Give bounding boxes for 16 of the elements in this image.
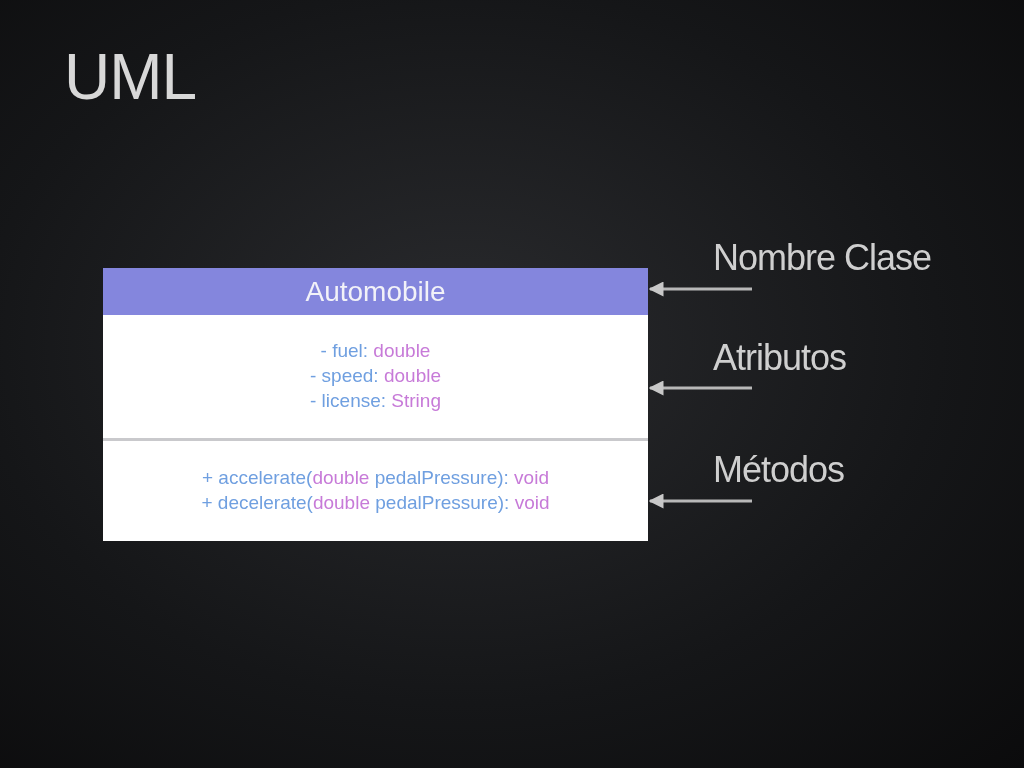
method-text: + accelerate(double pedalPressure): void xyxy=(202,466,549,491)
class-name: Automobile xyxy=(305,275,446,308)
class-name-header xyxy=(103,268,648,315)
methods-compartment xyxy=(103,438,648,541)
leader-arrow xyxy=(648,380,752,396)
callout-label: Métodos xyxy=(713,449,846,491)
callout-label: Nombre Clase xyxy=(713,237,933,279)
attributes-compartment xyxy=(103,315,648,438)
callout-label: Atributos xyxy=(713,337,848,379)
slide-title: UML xyxy=(64,40,197,114)
attribute-text: - fuel: double xyxy=(320,339,431,364)
method-text: + decelerate(double pedalPressure): void xyxy=(201,491,550,515)
attribute-text: - speed: double xyxy=(310,364,441,389)
leader-arrow xyxy=(648,281,752,297)
attribute-text: - license: String xyxy=(310,388,441,413)
leader-arrow xyxy=(648,493,752,509)
